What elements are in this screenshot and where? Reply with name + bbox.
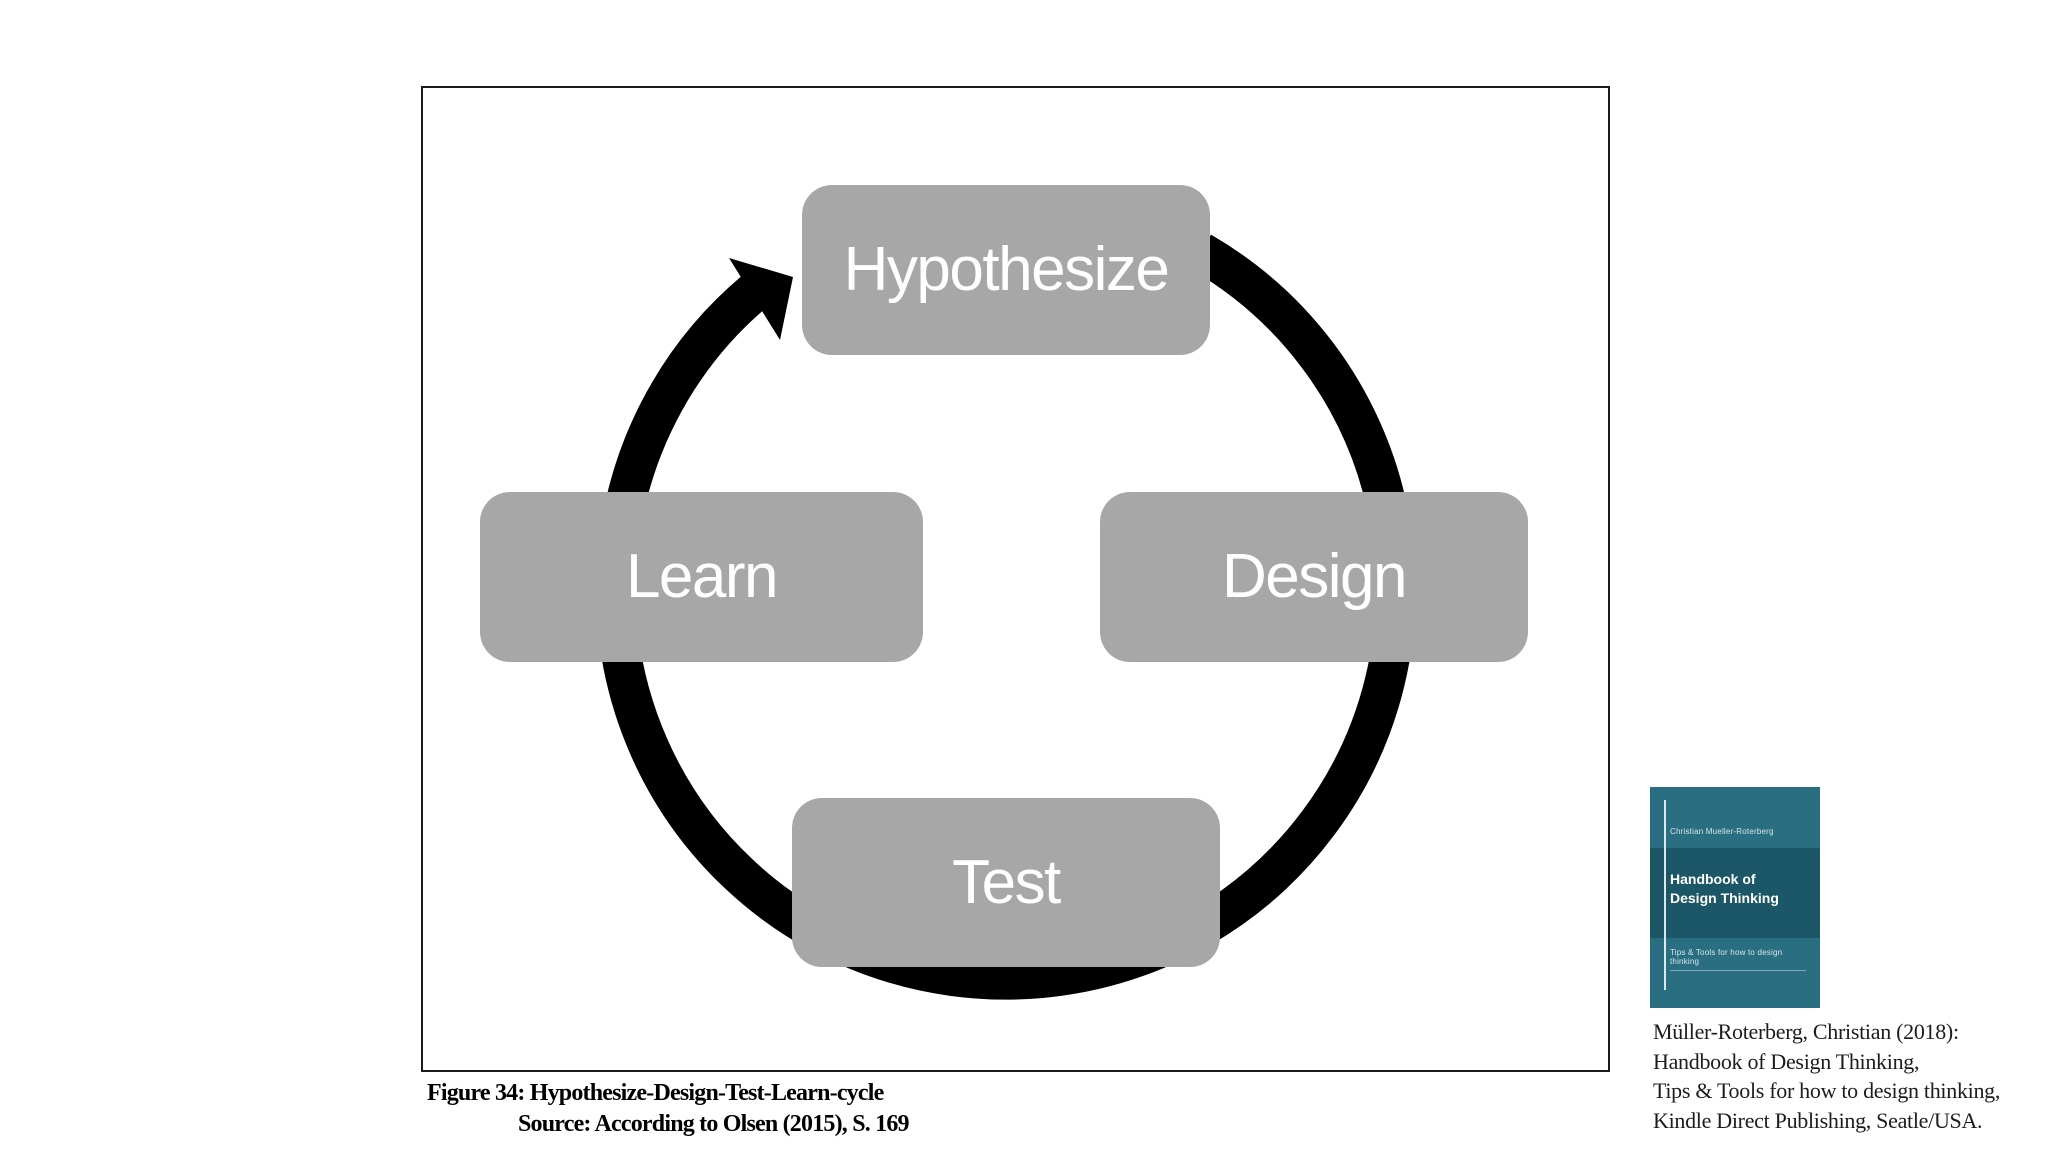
book-cover-title-band xyxy=(1650,848,1820,938)
book-cover-subtitle: Tips & Tools for how to design thinking xyxy=(1670,948,1806,971)
citation-line: Handbook of Design Thinking, xyxy=(1653,1048,1920,1074)
node-design: Design xyxy=(1100,492,1528,662)
figure-frame xyxy=(421,86,1610,1072)
cycle-arrow-head xyxy=(729,258,793,340)
book-cover-spine-line xyxy=(1664,800,1666,990)
citation-line: Kindle Direct Publishing, Seatle/USA. xyxy=(1653,1107,1983,1133)
node-learn-label: Learn xyxy=(625,542,779,611)
book-cover-title: Handbook of Design Thinking xyxy=(1670,870,1810,908)
book-cover-title-line2: Design Thinking xyxy=(1670,890,1779,906)
node-design-label: Design xyxy=(1222,542,1408,611)
node-hypothesize-label: Hypothesize xyxy=(843,235,1170,304)
node-test: Test xyxy=(792,798,1220,967)
book-cover-author: Christian Mueller-Roterberg xyxy=(1670,827,1774,836)
citation-line: Tips & Tools for how to design thinking, xyxy=(1653,1078,2001,1103)
figure-caption: Figure 34: Hypothesize-Design-Test-Learn… xyxy=(427,1080,884,1106)
citation-line: Müller-Roterberg, Christian (2018): xyxy=(1653,1019,1959,1044)
citation-block: Müller-Roterberg, Christian (2018): Hand… xyxy=(1653,1017,2000,1135)
figure-caption-source: Source: According to Olsen (2015), S. 16… xyxy=(518,1111,910,1137)
node-test-label: Test xyxy=(952,847,1061,917)
node-hypothesize: Hypothesize xyxy=(802,185,1210,355)
node-learn: Learn xyxy=(480,492,923,662)
book-cover: Christian Mueller-Roterberg Handbook of … xyxy=(1650,787,1820,1008)
book-cover-title-line1: Handbook of xyxy=(1670,871,1756,887)
